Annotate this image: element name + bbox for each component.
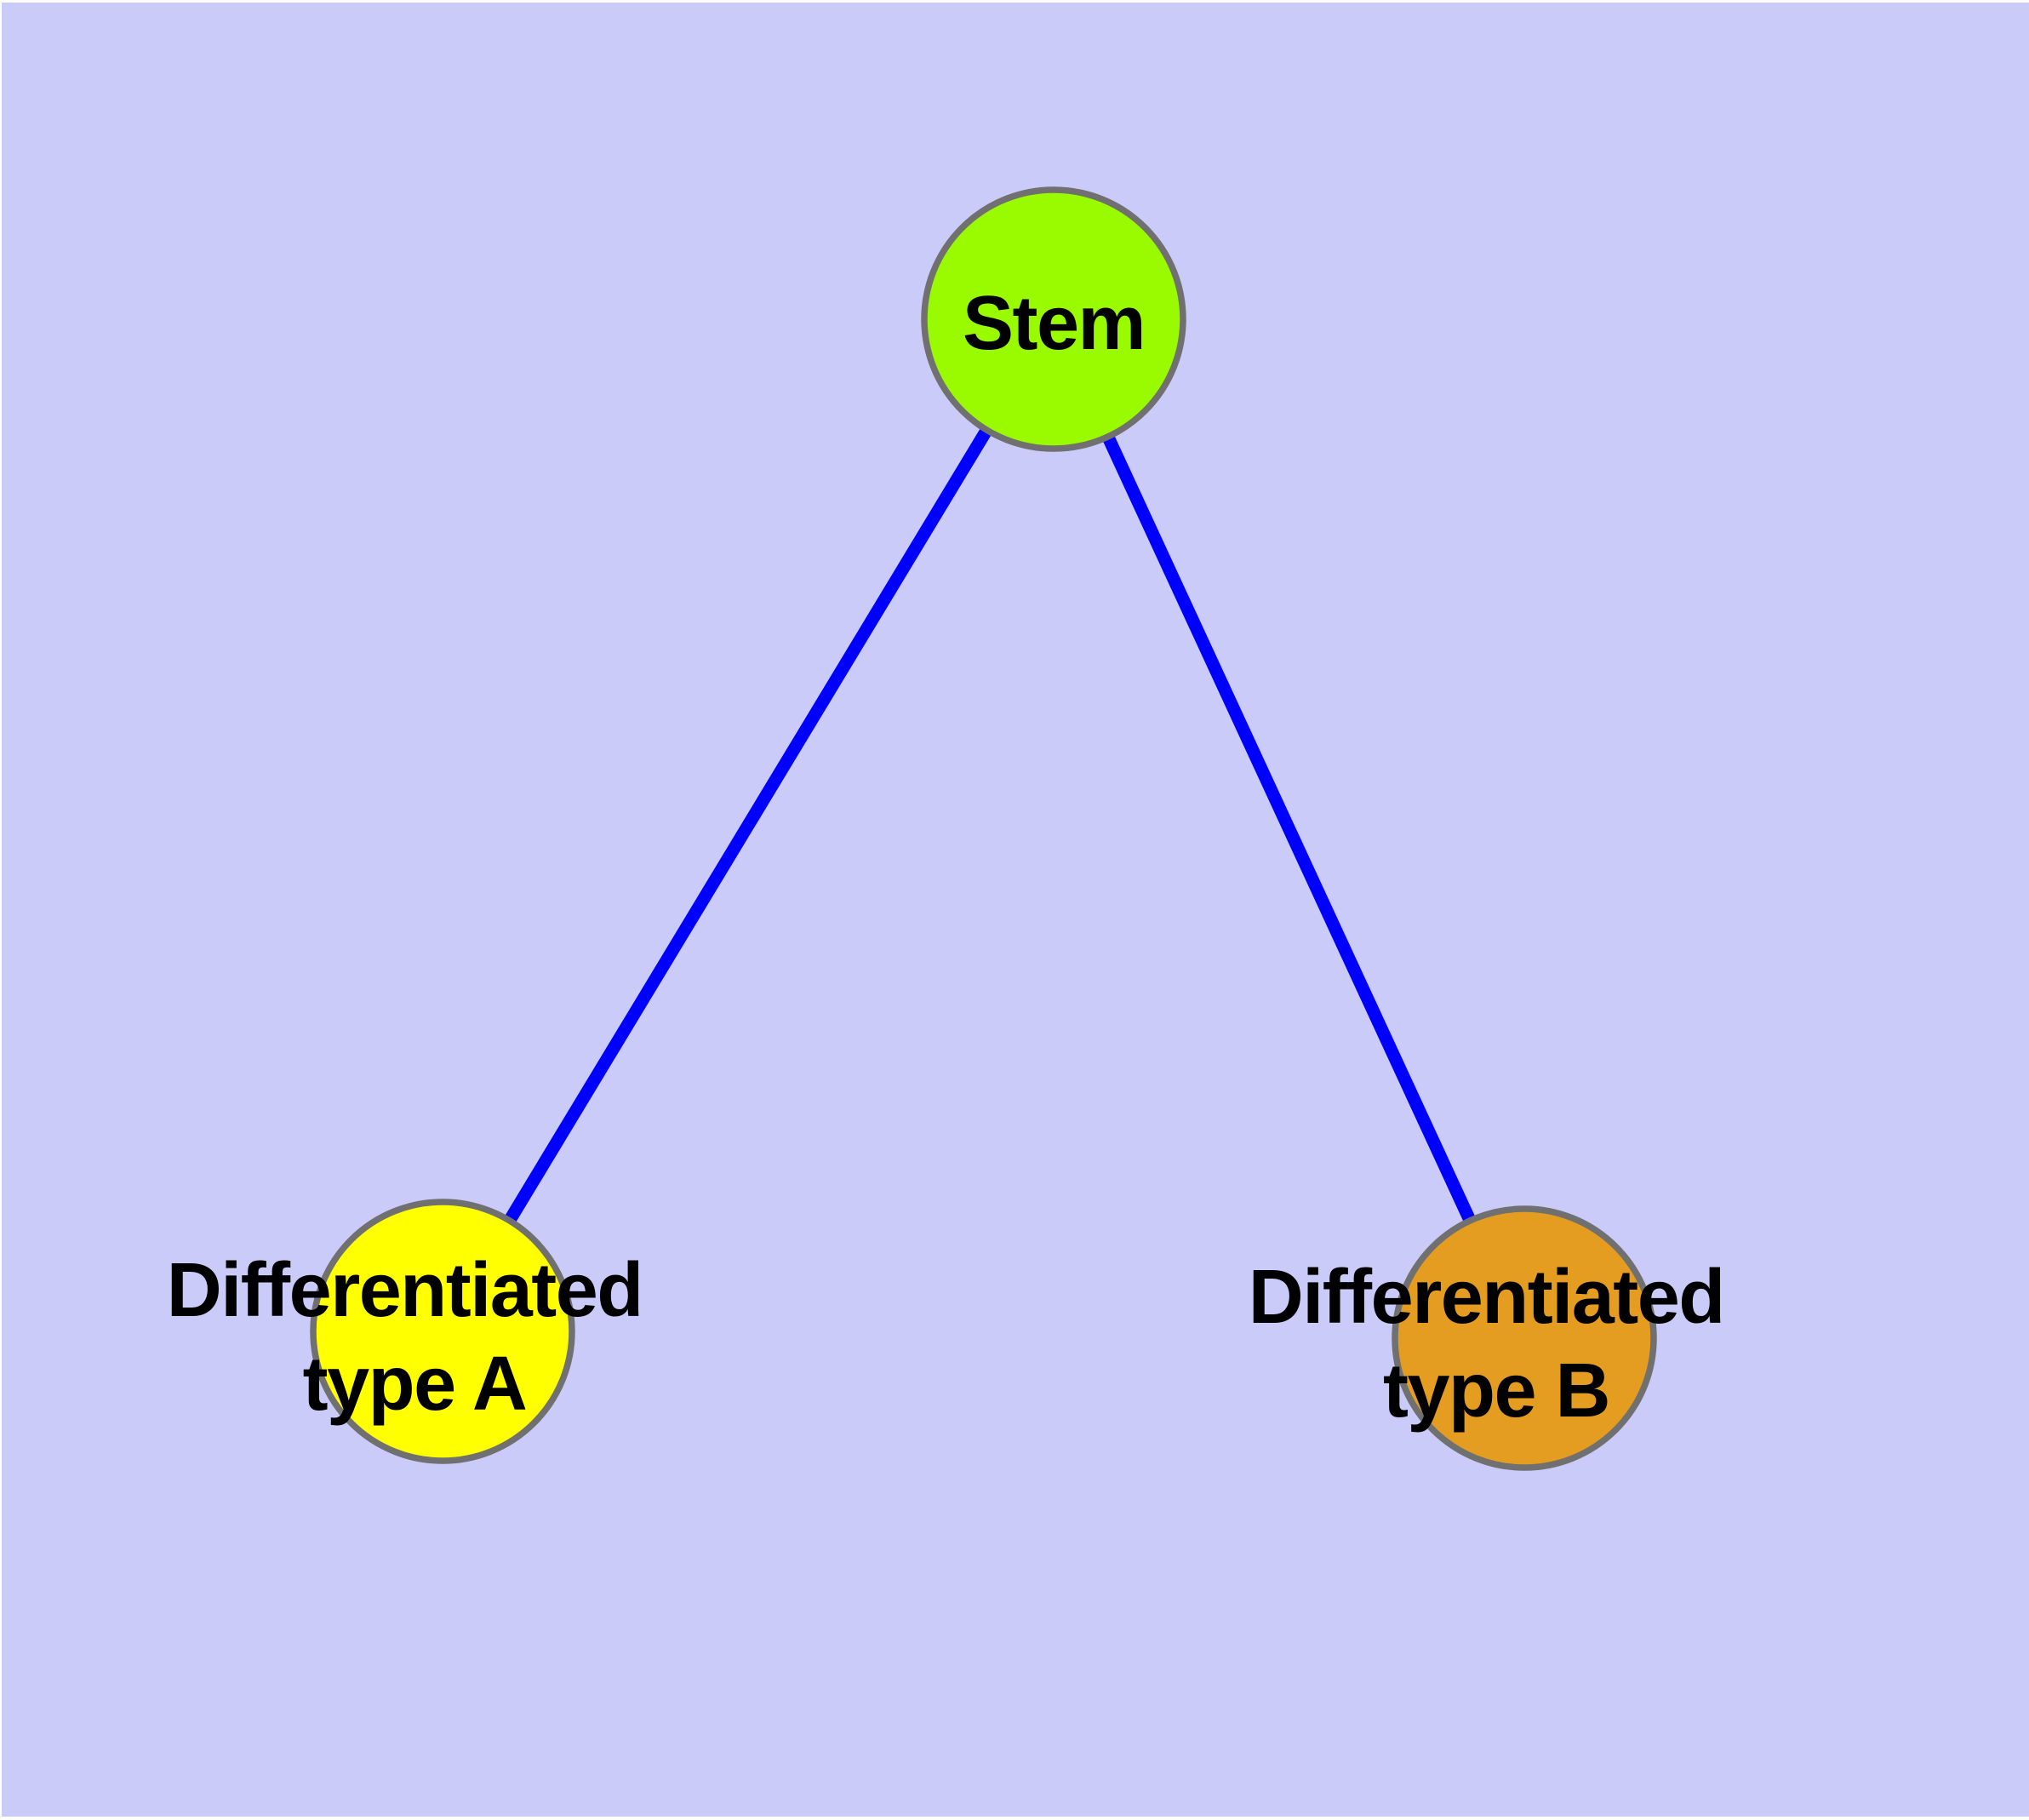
node-type-b-label: Differentiated type B [1249,1255,1745,1434]
node-type-a-label-line2: type A [303,1342,527,1427]
node-type-a-label-line1: Differentiated [167,1248,643,1333]
node-type-b-label-line1: Differentiated [1249,1255,1724,1340]
nodes [310,186,1657,1471]
node-type-b [1392,1205,1657,1471]
node-type-a [310,1199,575,1464]
node-stem-label: Stem [963,281,1145,366]
node-stem [921,186,1186,452]
edge-stem-to-type-b [1048,316,1530,1342]
edge-stem-to-type-a [437,316,1060,1335]
node-type-a-label: Differentiated type A [167,1248,663,1427]
edges [437,316,1530,1342]
node-type-b-label-line2: type B [1383,1348,1609,1434]
